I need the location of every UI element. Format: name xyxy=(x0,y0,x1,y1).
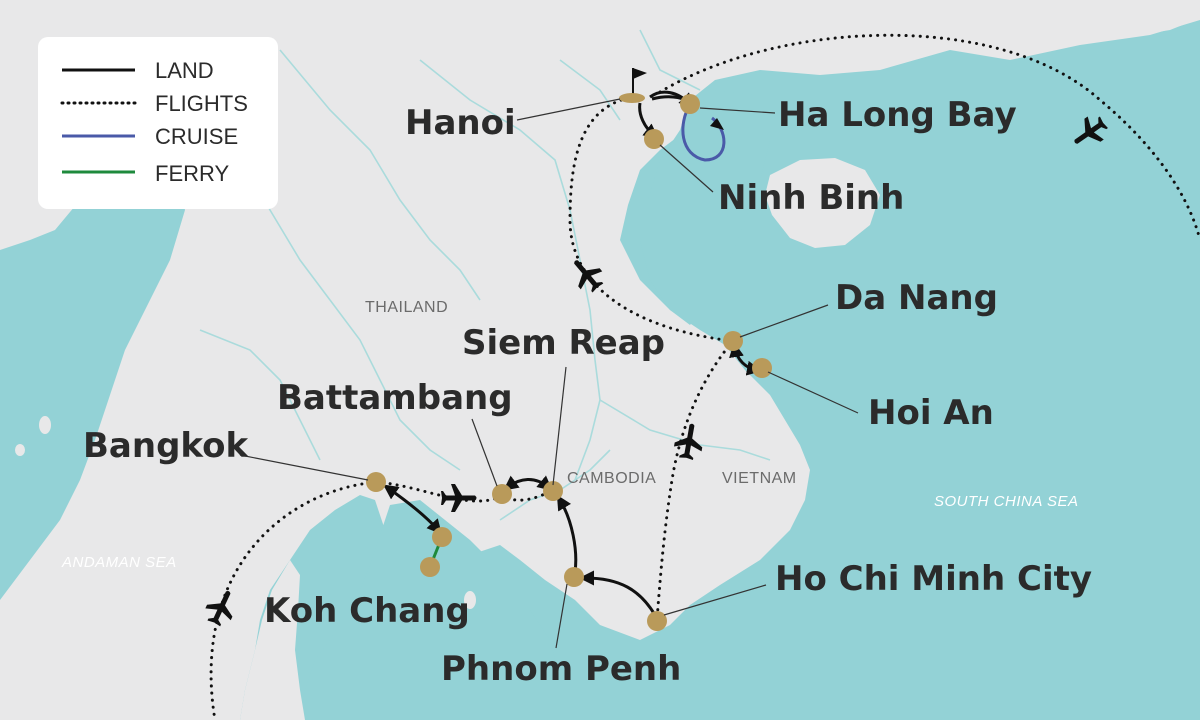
city-label-koh-chang: Koh Chang xyxy=(264,591,470,631)
stop-marker-icon xyxy=(366,472,386,492)
stop-marker-icon xyxy=(432,527,452,547)
land-phnompenh-siemreap xyxy=(556,494,578,573)
city-label-phnom-penh: Phnom Penh xyxy=(441,649,681,689)
sea-label-south-china-sea: SOUTH CHINA SEA xyxy=(934,493,1078,510)
land-bangkok-kohchang xyxy=(383,484,442,535)
legend: LAND FLIGHTS CRUISE FERRY xyxy=(38,37,278,209)
stop-markers xyxy=(366,94,772,631)
city-label-ninh-binh: Ninh Binh xyxy=(718,178,904,218)
stop-marker-icon xyxy=(420,557,440,577)
legend-flights-label: FLIGHTS xyxy=(155,91,248,116)
small-islands xyxy=(15,416,476,657)
stop-marker-icon xyxy=(543,481,563,501)
flight-bangkok-international xyxy=(209,480,378,720)
stop-marker-icon xyxy=(564,567,584,587)
country-label-vietnam: VIETNAM xyxy=(722,470,797,487)
city-label-ho-chi-minh-city: Ho Chi Minh City xyxy=(775,559,1092,599)
land-hcmc-phnompenh xyxy=(579,570,657,616)
stop-marker-icon xyxy=(644,129,664,149)
hainan-island xyxy=(765,158,880,248)
city-label-battambang: Battambang xyxy=(277,378,513,418)
country-label-thailand: THAILAND xyxy=(365,299,448,316)
legend-cruise-label: CRUISE xyxy=(155,124,238,149)
stop-marker-icon xyxy=(752,358,772,378)
stop-marker-icon xyxy=(680,94,700,114)
legend-ferry-label: FERRY xyxy=(155,161,229,186)
city-label-hoi-an: Hoi An xyxy=(868,393,994,433)
city-label-hanoi: Hanoi xyxy=(405,103,516,143)
china-coast xyxy=(980,0,1200,58)
cruise-route xyxy=(681,103,726,162)
stop-marker-icon xyxy=(492,484,512,504)
city-label-siem-reap: Siem Reap xyxy=(462,323,665,363)
gulf-of-thailand xyxy=(300,500,560,720)
city-label-ha-long-bay: Ha Long Bay xyxy=(778,95,1017,135)
sea-label-andaman-sea: ANDAMAN SEA xyxy=(61,554,177,571)
leader-lines xyxy=(239,98,859,649)
land-routes xyxy=(383,90,762,616)
city-label-bangkok: Bangkok xyxy=(83,426,249,466)
stop-marker-icon xyxy=(647,611,667,631)
cruise-direction-arrow xyxy=(710,118,724,130)
country-label-cambodia: CAMBODIA xyxy=(567,470,656,487)
city-label-da-nang: Da Nang xyxy=(835,278,998,318)
legend-box xyxy=(38,37,278,209)
gulf-of-tonkin xyxy=(640,90,770,325)
legend-land-label: LAND xyxy=(155,58,214,83)
malay-peninsula xyxy=(240,560,305,720)
land-siemreap-battambang xyxy=(503,475,553,491)
andaman-sea-water xyxy=(0,330,80,590)
stop-marker-icon xyxy=(723,331,743,351)
start-flag-icon xyxy=(619,68,647,103)
